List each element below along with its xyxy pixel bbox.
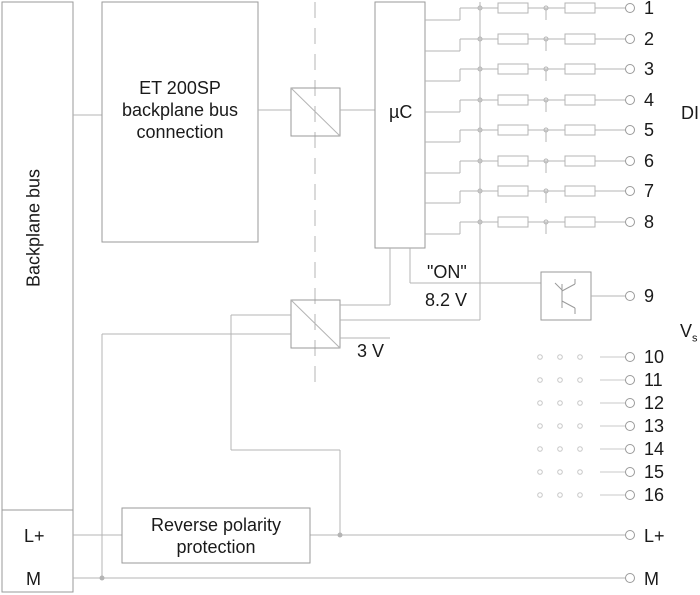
unused-terminal-number: 16 xyxy=(644,485,665,505)
transistor-icon xyxy=(554,279,576,314)
terminal-circle xyxy=(625,375,635,385)
unused-terminal-number: 15 xyxy=(644,462,665,482)
terminal-circle xyxy=(625,125,635,135)
reverse-polarity-box xyxy=(121,507,311,564)
di-terminal-number: 3 xyxy=(644,59,655,79)
di-terminal-number: 2 xyxy=(644,29,655,49)
unused-terminal-row xyxy=(537,377,626,383)
terminal-circle xyxy=(625,444,635,454)
unused-terminal-number: 11 xyxy=(644,370,663,390)
unused-terminal-row xyxy=(537,446,626,452)
terminal-circle xyxy=(625,95,635,105)
di-terminal-number: 8 xyxy=(644,212,655,232)
right-m-label: M xyxy=(644,569,659,589)
unused-terminal-row xyxy=(537,492,626,498)
terminal-circle xyxy=(625,3,635,13)
left-lplus-label: L+ xyxy=(24,526,45,546)
terminal-circle xyxy=(625,34,635,44)
unused-terminal-row xyxy=(537,400,626,406)
di-channel-row xyxy=(425,33,626,52)
terminal-circle xyxy=(625,217,635,227)
unused-terminal-row xyxy=(537,423,626,429)
terminal-circle xyxy=(625,421,635,431)
unused-terminal-number: 10 xyxy=(644,347,665,367)
left-m-label: M xyxy=(26,569,41,589)
di-terminal-number: 1 xyxy=(644,0,655,18)
voltage-label: 8.2 V xyxy=(425,290,468,310)
isolator-bottom xyxy=(290,299,341,349)
terminal-circle xyxy=(625,156,635,166)
reverse-polarity-label: Reverse polarity protection xyxy=(150,515,282,557)
backplane-bus-box xyxy=(1,1,74,593)
et200sp-box xyxy=(101,1,259,243)
isolator-top xyxy=(290,87,341,137)
unused-terminal-number: 12 xyxy=(644,393,665,413)
terminal-circle xyxy=(625,291,635,301)
di-channel-row xyxy=(425,216,626,235)
di-channel-row xyxy=(425,155,626,174)
et200sp-label: ET 200SP backplane bus connection xyxy=(121,78,239,142)
terminal-circle xyxy=(625,186,635,196)
terminal-9-label: 9 xyxy=(644,286,655,306)
microcontroller-box xyxy=(374,1,426,249)
terminal-circle xyxy=(625,573,635,583)
di-channel-row xyxy=(425,185,626,204)
di-channel-row xyxy=(425,63,626,82)
di-side-label: DI xyxy=(681,103,699,123)
three-volt-label: 3 V xyxy=(357,341,385,361)
unused-terminal-row xyxy=(537,469,626,475)
di-channel-row xyxy=(425,2,626,21)
terminal-circle xyxy=(625,64,635,74)
di-channel-row xyxy=(425,124,626,143)
unused-terminal-number: 14 xyxy=(644,439,665,459)
right-lplus-label: L+ xyxy=(644,526,665,546)
terminal-circle xyxy=(625,490,635,500)
terminal-circle xyxy=(625,467,635,477)
unused-terminal-row xyxy=(537,354,626,360)
vs-side-label: Vs xyxy=(680,321,698,345)
microcontroller-label: µC xyxy=(389,102,413,122)
terminal-circle xyxy=(625,530,635,540)
di-channel-row xyxy=(425,94,626,113)
di-terminal-number: 6 xyxy=(644,151,655,171)
switch-box xyxy=(540,271,592,321)
unused-terminal-number: 13 xyxy=(644,416,665,436)
di-terminal-number: 5 xyxy=(644,120,655,140)
terminal-circle xyxy=(625,398,635,408)
terminal-circle xyxy=(625,352,635,362)
di-terminal-number: 4 xyxy=(644,90,655,110)
di-terminal-number: 7 xyxy=(644,181,655,201)
on-label: "ON" xyxy=(427,262,467,282)
